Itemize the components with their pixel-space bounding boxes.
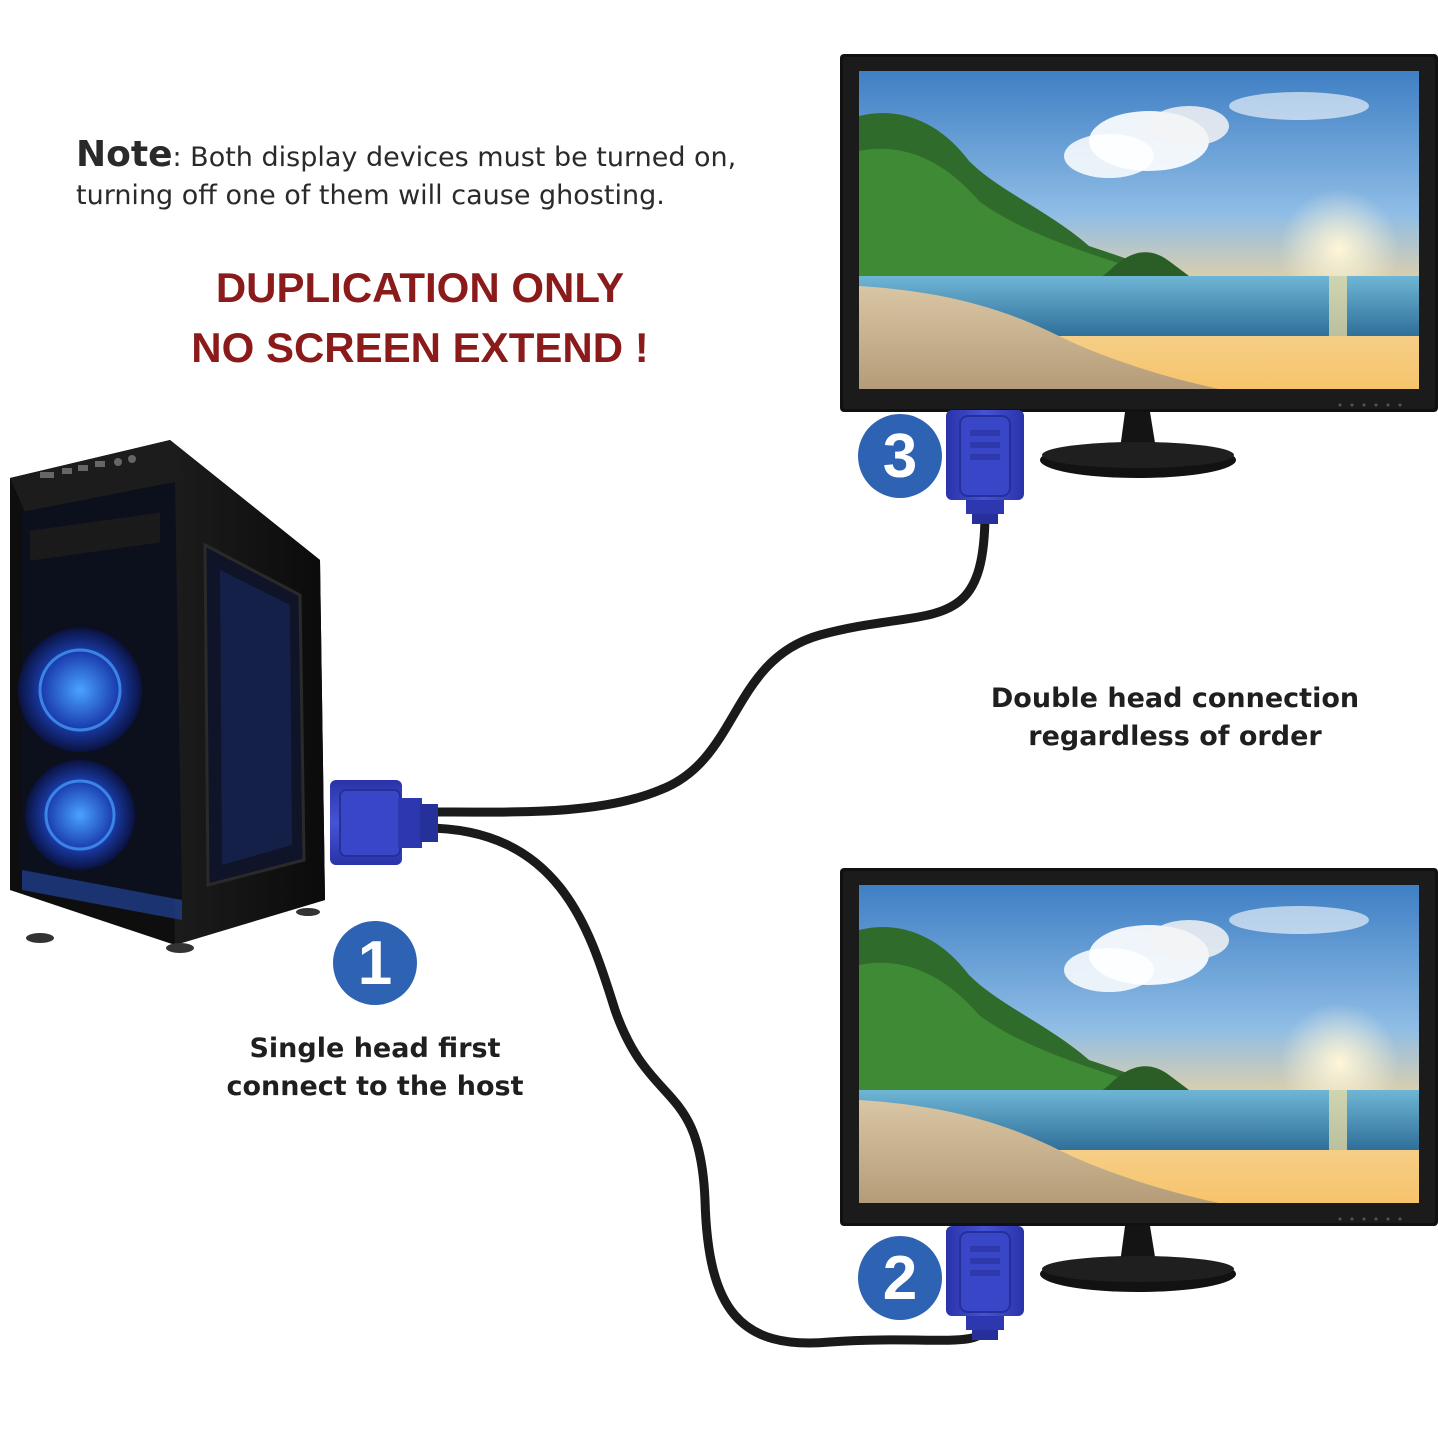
warning-line-1: DUPLICATION ONLY (215, 264, 625, 311)
note-body: : Both display devices must be turned on… (76, 142, 737, 211)
step-badge-2: 2 (858, 1236, 942, 1320)
vga-connector-monitor-3 (945, 409, 1025, 525)
vga-connector-monitor-2 (945, 1225, 1025, 1341)
vga-connector-host (330, 780, 438, 865)
cable-to-monitor-2 (420, 823, 990, 1348)
note-label: Note (76, 134, 173, 175)
duplication-warning: DUPLICATION ONLY NO SCREEN EXTEND ! (150, 258, 690, 378)
step-badge-3: 3 (858, 414, 942, 498)
double-head-caption: Double head connection regardless of ord… (960, 680, 1390, 756)
host-caption-line-2: connect to the host (226, 1071, 524, 1102)
monitor-2 (840, 868, 1438, 1292)
warning-line-2: NO SCREEN EXTEND ! (191, 324, 649, 371)
note-text: Note: Both display devices must be turne… (76, 136, 796, 215)
step-badge-1: 1 (333, 921, 417, 1005)
pc-tower (10, 440, 325, 953)
double-head-line-1: Double head connection (990, 683, 1360, 714)
double-head-line-2: regardless of order (1028, 721, 1322, 752)
cable-to-monitor-3 (420, 507, 990, 817)
monitor-3 (840, 54, 1438, 478)
host-caption-line-1: Single head first (249, 1033, 501, 1064)
host-caption: Single head first connect to the host (200, 1030, 550, 1106)
